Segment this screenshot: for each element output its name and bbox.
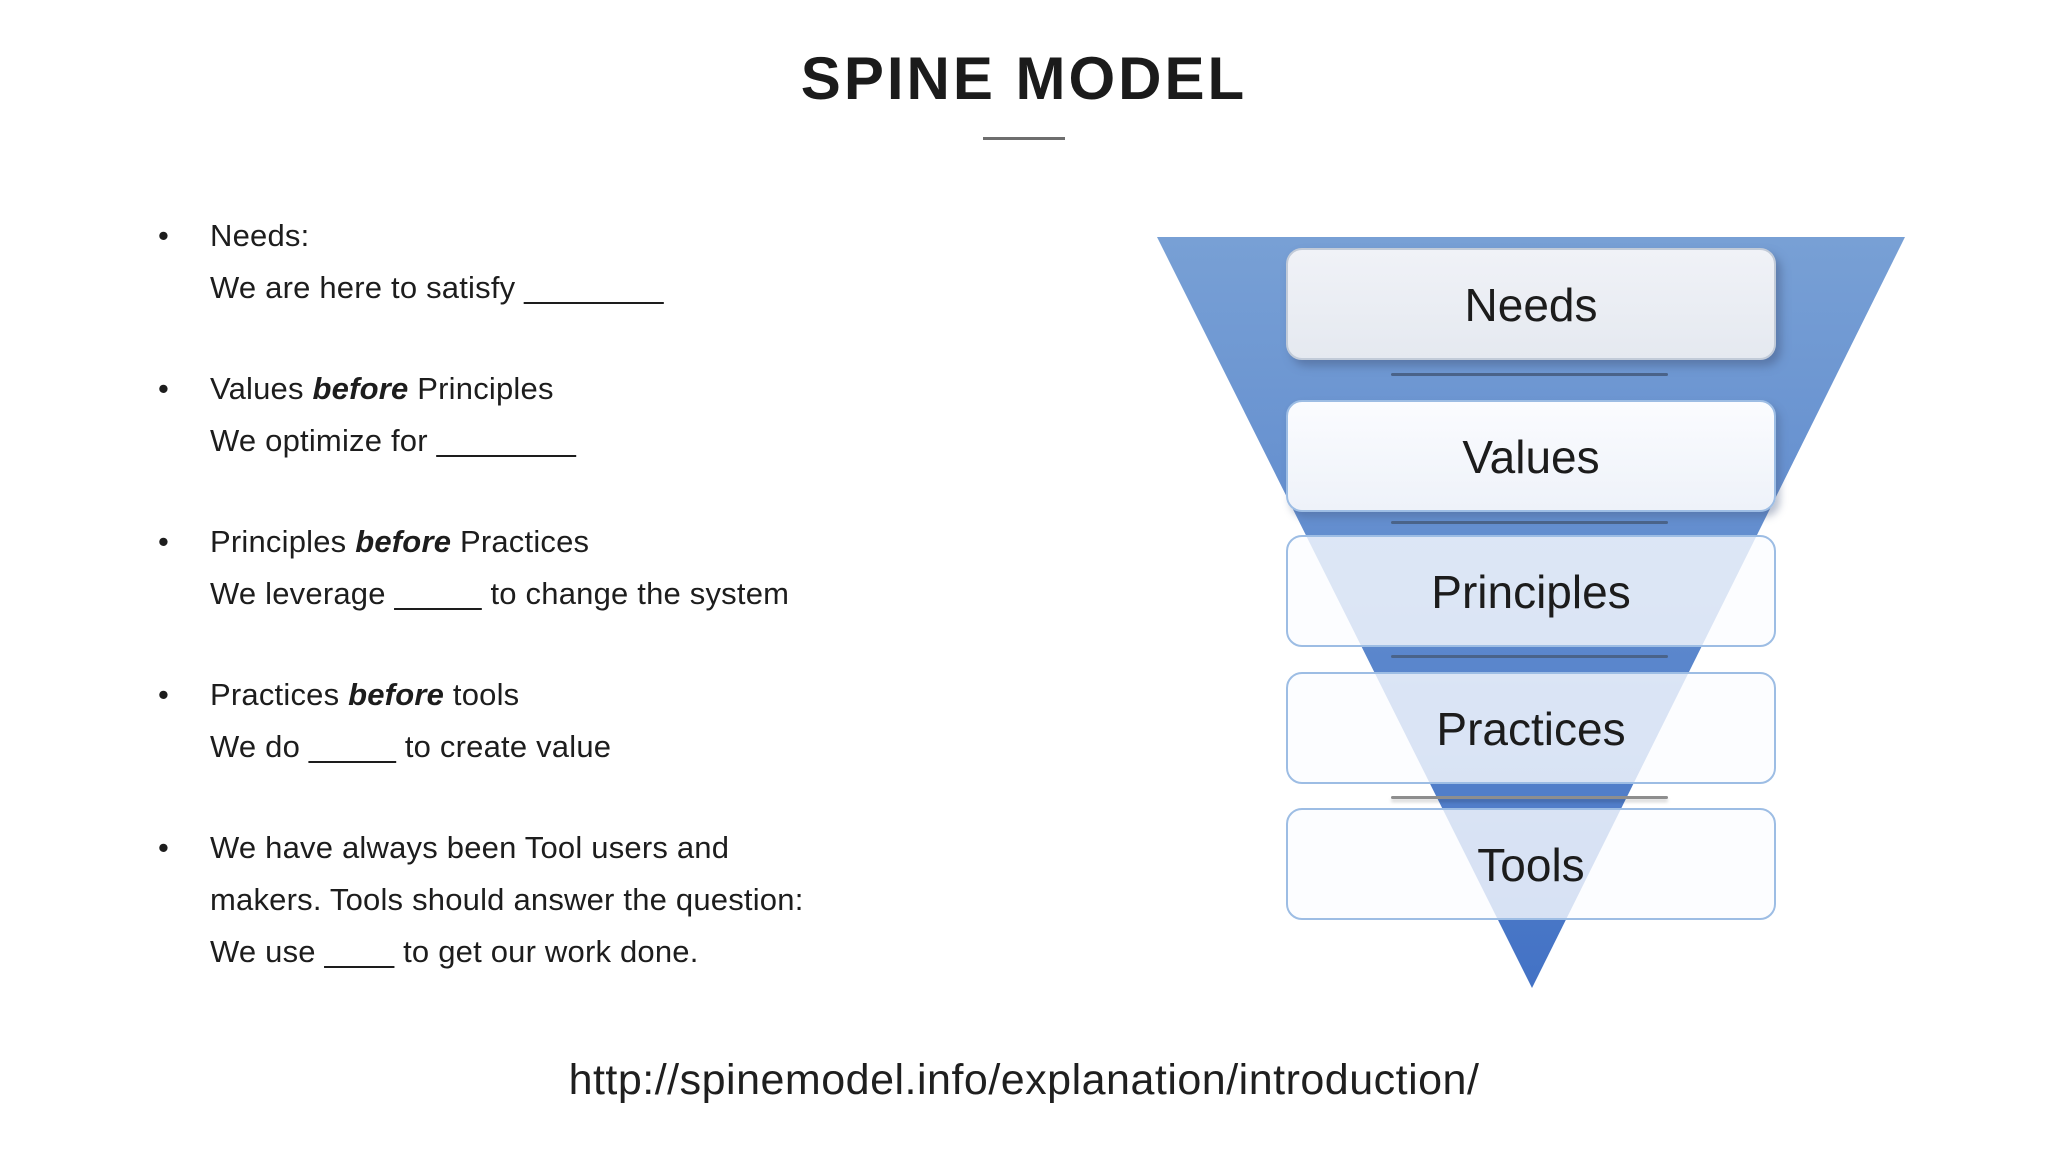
title-underline: [983, 137, 1065, 140]
funnel-separator: [1391, 655, 1668, 658]
bullet-dot: •: [158, 218, 169, 253]
funnel-separator: [1391, 796, 1668, 799]
bullet-dot: •: [158, 524, 169, 559]
bullet-dot: •: [158, 371, 169, 406]
footer-url: http://spinemodel.info/explanation/intro…: [568, 1056, 1480, 1104]
bullet-list: • Needs:We are here to satisfy ________ • V…: [158, 210, 1038, 1027]
funnel-level-needs: Needs: [1286, 248, 1776, 360]
funnel-level-tools: Tools: [1286, 808, 1776, 920]
slide-header: SPINE MODEL: [0, 44, 2048, 140]
funnel-level-principles: Principles: [1286, 535, 1776, 647]
bullet-dot: •: [158, 677, 169, 712]
bullet-text: Needs:We are here to satisfy ________: [210, 218, 664, 305]
bullet-dot: •: [158, 830, 169, 865]
funnel-separator: [1391, 521, 1668, 524]
funnel-level-values: Values: [1286, 400, 1776, 512]
list-item: • Needs:We are here to satisfy ________: [158, 210, 1038, 314]
funnel-separator: [1391, 373, 1668, 376]
funnel-level-practices: Practices: [1286, 672, 1776, 784]
page-title: SPINE MODEL: [800, 45, 1248, 112]
